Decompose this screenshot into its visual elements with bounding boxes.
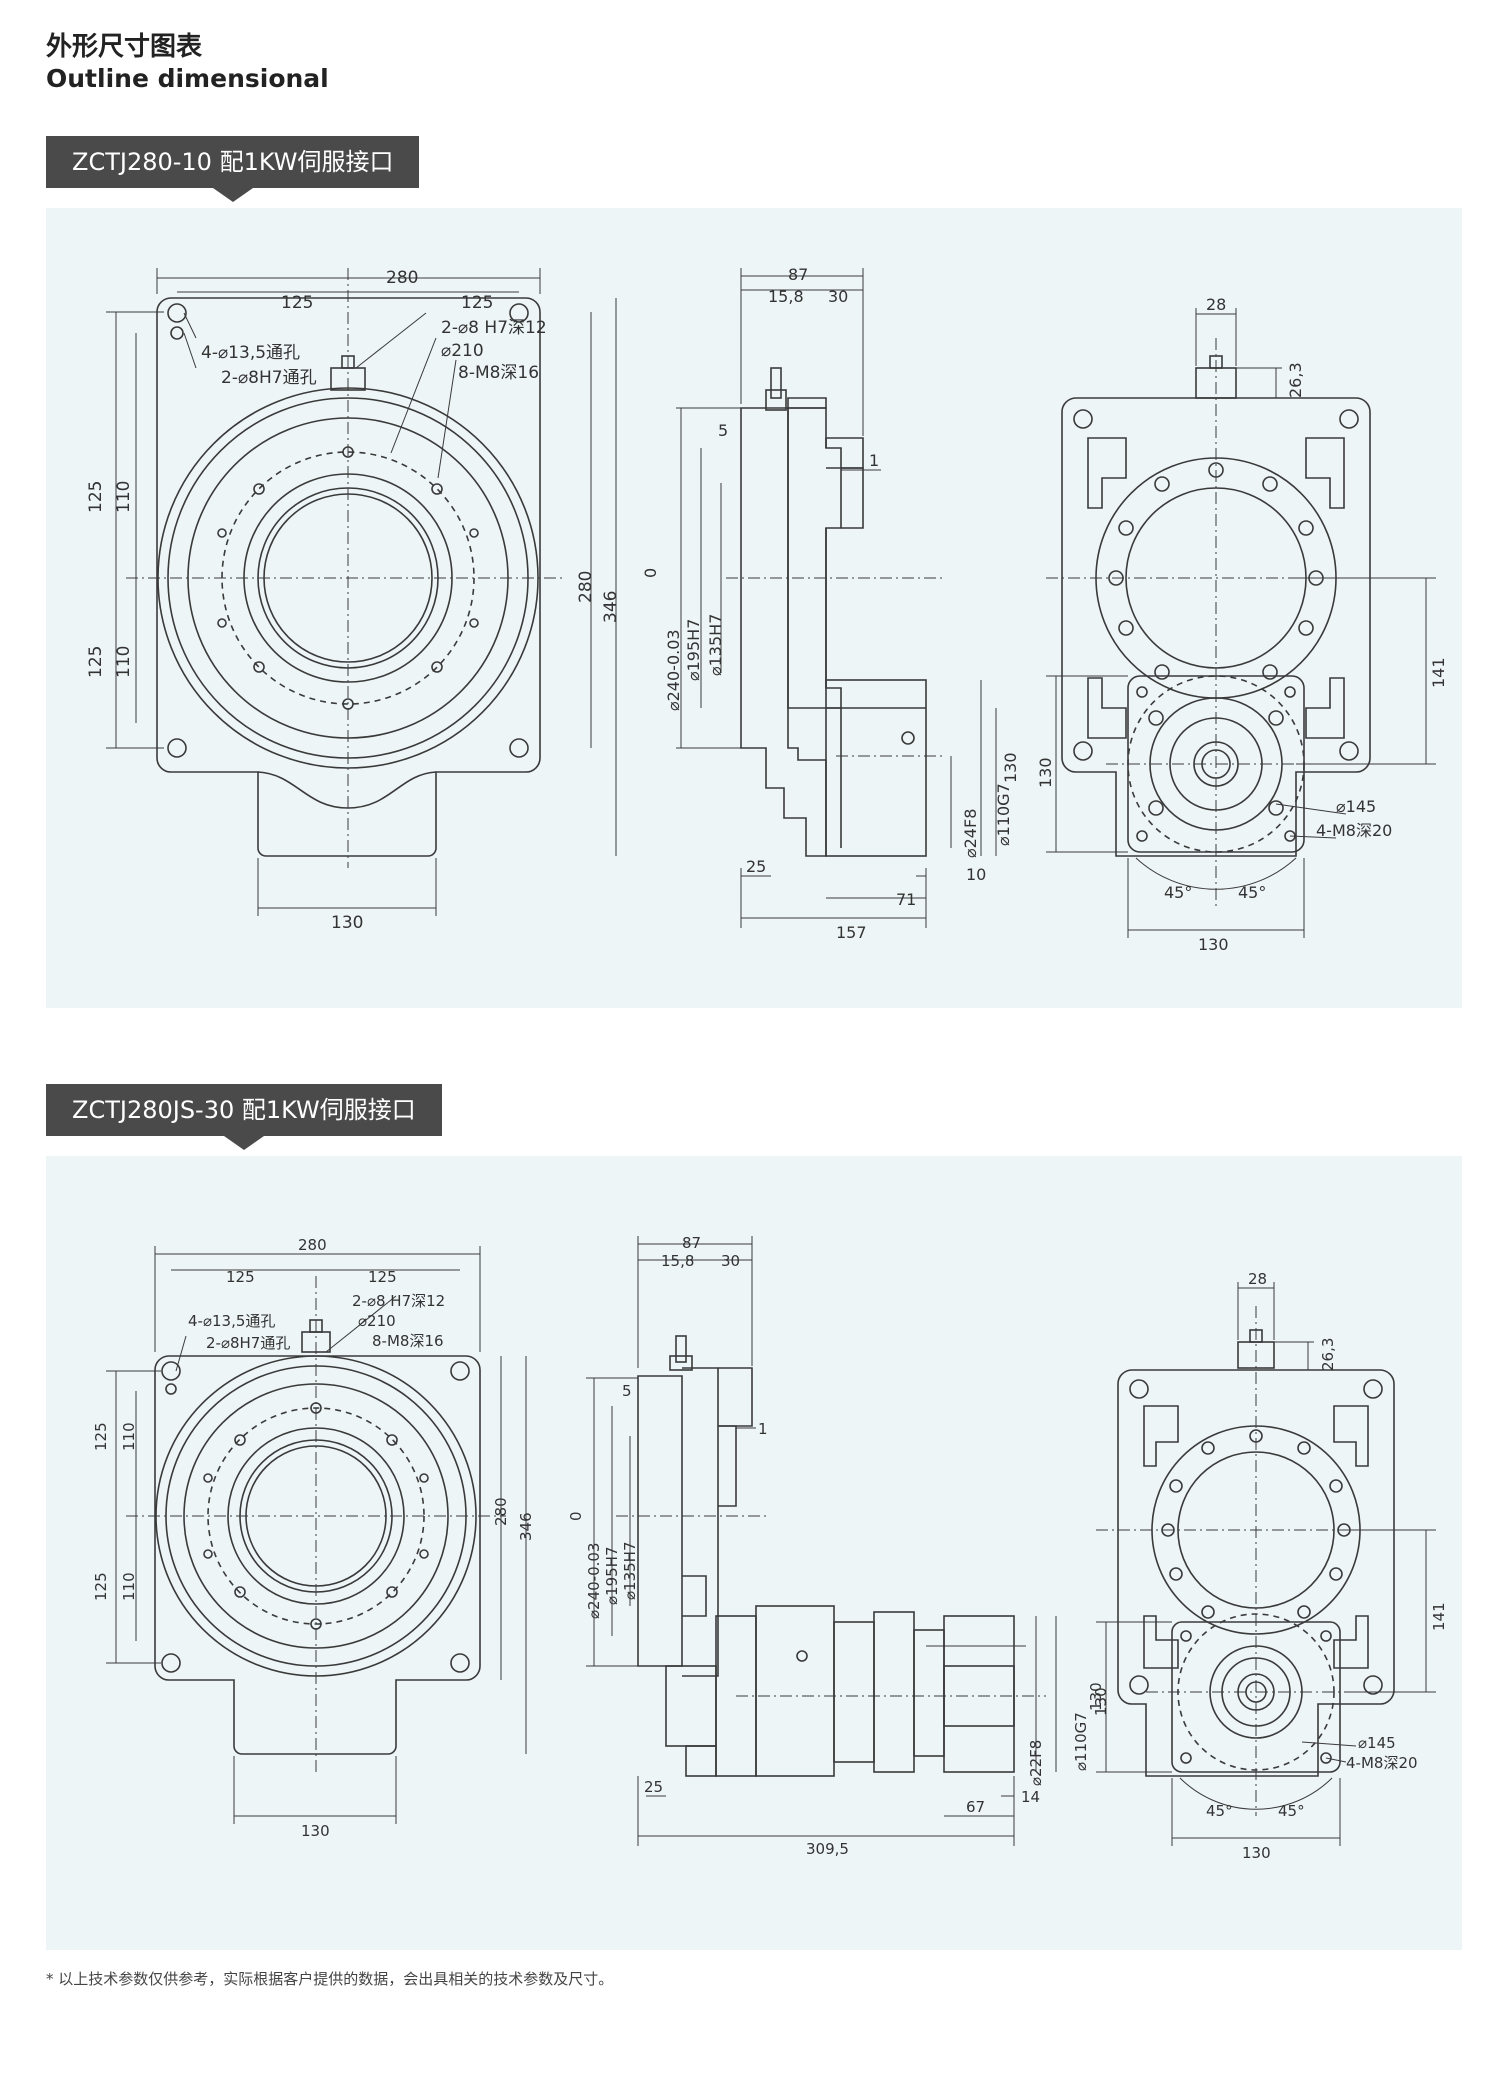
s1-rear-view: 28 26,3 141 ⌀145 4-M8深20 130 45° 45° 130	[1036, 295, 1448, 954]
footnote: * 以上技术参数仅供参考，实际根据客户提供的数据，会出具相关的技术参数及尺寸。	[46, 1970, 614, 1988]
s1-front-view: 280 125 125 4-⌀13,5通孔 2-⌀8H7通孔 2-⌀8 H7深1…	[86, 268, 621, 933]
page-title-cn: 外形尺寸图表	[46, 32, 203, 62]
s2-s-22f8: ⌀22F8	[1027, 1740, 1045, 1786]
s2-f-280: 280	[298, 1236, 327, 1254]
s1-f-125b: 125	[461, 293, 493, 313]
s1-s-25: 25	[746, 857, 766, 876]
s2-s-110g7: ⌀110G7	[1072, 1712, 1090, 1771]
s1-f-hole2: 2-⌀8H7通孔	[221, 368, 317, 388]
s1-f-v110a: 110	[114, 481, 134, 513]
s2-r-28: 28	[1248, 1270, 1267, 1288]
s1-s-10: 10	[966, 865, 986, 884]
s2-s-87: 87	[682, 1234, 701, 1252]
s2-s-67: 67	[966, 1798, 985, 1816]
s1-f-hole1: 4-⌀13,5通孔	[201, 343, 300, 363]
s1-s-30: 30	[828, 287, 848, 306]
section2-drawing: 280 125 125 4-⌀13,5通孔 2-⌀8H7通孔 2-⌀8 H7深1…	[92, 1234, 1448, 1862]
s2-f-v125b: 125	[92, 1572, 110, 1601]
s2-r-45r: 45°	[1278, 1802, 1305, 1820]
s1-f-v125b: 125	[86, 646, 106, 678]
s2-f-v346: 346	[517, 1512, 535, 1541]
s1-r-141: 141	[1429, 657, 1448, 688]
section1-drawing: 280 125 125 4-⌀13,5通孔 2-⌀8H7通孔 2-⌀8 H7深1…	[86, 265, 1448, 954]
s1-r-45r: 45°	[1238, 883, 1266, 902]
s1-front-bolt-holes	[217, 446, 479, 710]
s1-f-v125a: 125	[86, 481, 106, 513]
s1-r-28: 28	[1206, 295, 1226, 314]
s2-f-v280: 280	[492, 1497, 510, 1526]
s1-s-158: 15,8	[768, 287, 804, 306]
s1-s-135: ⌀135H7	[706, 614, 725, 676]
s2-s-130: 130	[1087, 1682, 1105, 1711]
s1-f-pcd: ⌀210	[441, 341, 484, 361]
s2-side-view: 87 15,8 30 5 1 0 ⌀240-0.03 ⌀195H7 ⌀135H7…	[567, 1234, 1105, 1858]
s2-r-m8: 4-M8深20	[1346, 1754, 1418, 1772]
s2-s-158: 15,8	[661, 1252, 694, 1270]
s2-f-thread: 8-M8深16	[372, 1332, 444, 1350]
s1-s-240: ⌀240-0.03	[664, 629, 683, 711]
s2-f-v125a: 125	[92, 1422, 110, 1451]
s2-front-view: 280 125 125 4-⌀13,5通孔 2-⌀8H7通孔 2-⌀8 H7深1…	[92, 1236, 535, 1840]
s1-f-pin: 2-⌀8 H7深12	[441, 318, 547, 338]
s1-f-130: 130	[331, 913, 363, 933]
s1-f-280: 280	[386, 268, 418, 288]
s2-s-30: 30	[721, 1252, 740, 1270]
s1-s-110g7: ⌀110G7	[994, 783, 1013, 846]
s2-s-3095: 309,5	[806, 1840, 849, 1858]
s1-r-130v: 130	[1036, 757, 1055, 788]
s2-rear-bolt-holes	[1161, 1429, 1351, 1619]
s1-s-24f8: ⌀24F8	[961, 809, 980, 858]
s2-s-195: ⌀195H7	[603, 1547, 621, 1605]
s2-f-pcd: ⌀210	[358, 1312, 396, 1330]
section1-model-tag: ZCTJ280-10 配1KW伺服接口	[46, 136, 420, 202]
s2-s-14: 14	[1021, 1788, 1040, 1806]
s2-s-1: 1	[758, 1420, 768, 1438]
s1-f-125a: 125	[281, 293, 313, 313]
s2-s-25: 25	[644, 1778, 663, 1796]
s1-s-zero: 0	[641, 568, 660, 578]
s1-r-m8: 4-M8深20	[1316, 821, 1392, 840]
s1-side-view: 87 15,8 30 5 1 0 ⌀240-0.03 ⌀195H7 ⌀135H7…	[641, 265, 1020, 942]
s1-f-v110b: 110	[114, 646, 134, 678]
s2-r-130v: 130	[1092, 1687, 1110, 1716]
section2-model-tag: ZCTJ280JS-30 配1KW伺服接口	[46, 1084, 442, 1150]
s1-s-130: 130	[1001, 752, 1020, 783]
s2-r-145: ⌀145	[1358, 1734, 1396, 1752]
s1-r-145: ⌀145	[1336, 797, 1376, 816]
s1-s-1: 1	[869, 451, 879, 470]
s1-s-157: 157	[836, 923, 867, 942]
s1-r-130: 130	[1198, 935, 1229, 954]
s2-r-141: 141	[1430, 1602, 1448, 1631]
s2-r-130: 130	[1242, 1844, 1271, 1862]
s2-rear-view: 28 26,3 141 ⌀145 4-M8深20 130 45° 45° 130	[1092, 1270, 1448, 1862]
s2-f-pin: 2-⌀8 H7深12	[352, 1292, 445, 1310]
s2-f-hole2: 2-⌀8H7通孔	[206, 1334, 290, 1352]
s2-s-5: 5	[622, 1382, 632, 1400]
s1-r-45l: 45°	[1164, 883, 1192, 902]
s2-f-v110b: 110	[120, 1572, 138, 1601]
s2-f-130: 130	[301, 1822, 330, 1840]
s1-s-195: ⌀195H7	[684, 619, 703, 681]
s2-r-263: 26,3	[1319, 1338, 1337, 1371]
s2-r-45l: 45°	[1206, 1802, 1233, 1820]
s1-r-263: 26,3	[1286, 362, 1305, 398]
section2-drawing-panel: 280 125 125 4-⌀13,5通孔 2-⌀8H7通孔 2-⌀8 H7深1…	[46, 1156, 1462, 1950]
s1-s-5: 5	[718, 421, 728, 440]
s1-s-71: 71	[896, 890, 916, 909]
s2-s-zero: 0	[567, 1511, 585, 1521]
s1-f-v346: 346	[601, 591, 621, 623]
s1-s-87: 87	[788, 265, 808, 284]
s2-f-125a: 125	[226, 1268, 255, 1286]
s2-f-v110a: 110	[120, 1422, 138, 1451]
page-title-en: Outline dimensional	[46, 64, 329, 93]
s1-f-thread: 8-M8深16	[458, 363, 539, 383]
s2-f-125b: 125	[368, 1268, 397, 1286]
s2-s-135: ⌀135H7	[621, 1542, 639, 1600]
section1-drawing-panel: 280 125 125 4-⌀13,5通孔 2-⌀8H7通孔 2-⌀8 H7深1…	[46, 208, 1462, 1008]
s2-s-240: ⌀240-0.03	[585, 1543, 603, 1619]
s1-f-v280: 280	[576, 571, 596, 603]
s2-f-hole1: 4-⌀13,5通孔	[188, 1312, 275, 1330]
